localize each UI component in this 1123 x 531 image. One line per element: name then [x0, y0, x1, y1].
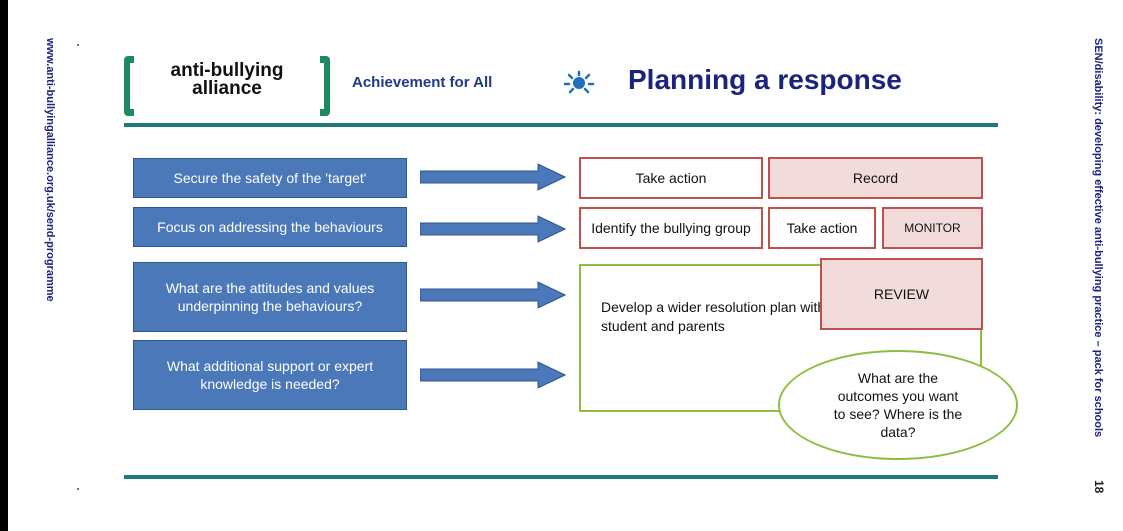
stray-mark	[77, 488, 79, 490]
question-box-attitudes: What are the attitudes and values underp…	[133, 262, 407, 332]
monitor-box: MONITOR	[882, 207, 983, 249]
question-box-safety: Secure the safety of the 'target'	[133, 158, 407, 198]
arrow-right-icon	[420, 163, 566, 191]
outcomes-text: What are the outcomes you want to see? W…	[833, 370, 963, 440]
anti-bullying-alliance-logo: anti-bullying alliance	[124, 56, 330, 116]
question-box-behaviours: Focus on addressing the behaviours	[133, 207, 407, 247]
arrow-right-icon	[420, 281, 566, 309]
outcomes-ellipse: What are the outcomes you want to see? W…	[778, 350, 1018, 460]
identify-bullying-group-box: Identify the bullying group	[579, 207, 763, 249]
bottom-divider	[124, 475, 998, 479]
pack-title-vertical: SEN/disability: developing effective ant…	[1092, 38, 1104, 438]
review-box: REVIEW	[820, 258, 983, 330]
logo-bracket-left	[124, 56, 140, 116]
take-action-box-2: Take action	[768, 207, 876, 249]
achievement-for-all-icon	[563, 70, 595, 94]
take-action-box: Take action	[579, 157, 763, 199]
question-box-support: What additional support or expert knowle…	[133, 340, 407, 410]
left-edge-bar	[0, 0, 8, 531]
arrow-right-icon	[420, 215, 566, 243]
stray-mark	[77, 44, 79, 46]
logo-text: anti-bullying alliance	[170, 60, 284, 99]
achievement-for-all-label: Achievement for All	[352, 74, 493, 91]
logo-bracket-right	[314, 56, 330, 116]
page-number: 18	[1092, 480, 1106, 494]
arrow-right-icon	[420, 361, 566, 389]
slide-title: Planning a response	[628, 64, 902, 95]
website-url-vertical: www.anti-bullyingalliance.org.uk/send-pr…	[44, 38, 56, 302]
record-box: Record	[768, 157, 983, 199]
resolution-plan-text: Develop a wider resolution plan with the…	[601, 299, 849, 334]
top-divider	[124, 123, 998, 127]
